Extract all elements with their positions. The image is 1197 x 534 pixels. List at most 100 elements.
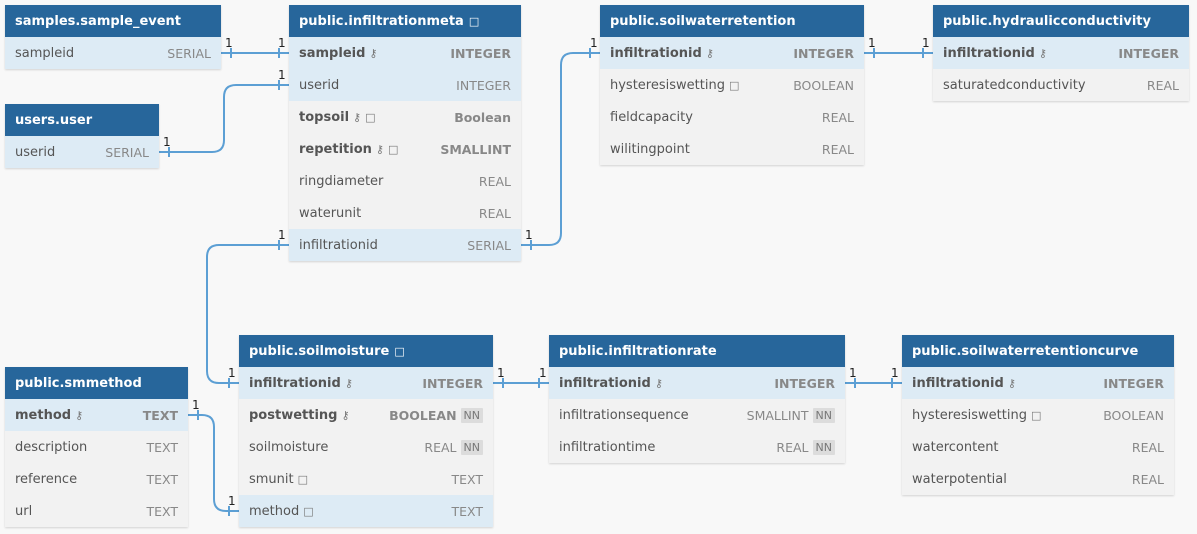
column-row[interactable]: method⚷TEXT	[5, 399, 188, 431]
table-header[interactable]: public.soilwaterretention	[600, 5, 864, 37]
note-icon[interactable]: □	[303, 504, 314, 518]
column-row[interactable]: sampleid⚷INTEGER	[289, 37, 521, 69]
column-name: reference	[15, 471, 78, 487]
table-header[interactable]: samples.sample_event	[5, 5, 221, 37]
cardinality-label: 1	[497, 366, 505, 380]
table-header[interactable]: public.hydraulicconductivity	[933, 5, 1189, 37]
table-header[interactable]: public.soilmoisture □	[239, 335, 493, 367]
column-name-cell: saturatedconductivity	[943, 78, 1147, 93]
key-icon: ⚷	[341, 408, 350, 422]
column-type: TEXT	[142, 407, 178, 423]
table-soilwaterretentioncurve[interactable]: public.soilwaterretentioncurve infiltrati…	[902, 335, 1174, 495]
note-icon[interactable]: □	[365, 110, 376, 124]
column-type: INTEGER	[1103, 375, 1164, 391]
note-icon[interactable]: □	[468, 14, 480, 28]
column-name-cell: postwetting⚷	[249, 408, 389, 423]
table-name: public.soilmoisture	[249, 343, 390, 359]
table-header[interactable]: public.infiltrationmeta□	[289, 5, 521, 37]
link-smmethod-soilmoisture[interactable]	[188, 414, 239, 512]
column-row[interactable]: infiltrationid⚷INTEGER	[239, 367, 493, 399]
column-name-cell: infiltrationid⚷	[912, 376, 1103, 391]
note-icon[interactable]: □	[394, 344, 405, 358]
link-infiltrationmeta-soilmoisture[interactable]	[206, 244, 289, 384]
key-icon: ⚷	[1007, 376, 1016, 390]
column-row[interactable]: smunit□TEXT	[239, 463, 493, 495]
column-name: infiltrationid	[943, 45, 1035, 61]
column-type: INTEGER	[774, 375, 835, 391]
cardinality-label: 1	[891, 366, 899, 380]
column-row[interactable]: method□ TEXT	[239, 495, 493, 527]
column-row[interactable]: topsoil⚷□Boolean	[289, 101, 521, 133]
cardinality-label: 1	[225, 36, 233, 50]
cardinality-label: 1	[539, 366, 547, 380]
column-name: repetition	[299, 141, 372, 157]
column-name-cell: infiltrationtime	[559, 440, 776, 455]
link-user-infiltrationmeta[interactable]	[159, 84, 289, 153]
table-name: public.hydraulicconductivity	[943, 13, 1151, 29]
column-row[interactable]: infiltrationid⚷INTEGER	[902, 367, 1174, 399]
column-type: TEXT	[451, 503, 483, 519]
key-icon: ⚷	[75, 408, 84, 422]
table-name: public.soilwaterretentioncurve	[912, 343, 1139, 359]
column-type: REAL	[1131, 439, 1164, 455]
key-icon: ⚷	[369, 46, 378, 60]
column-name-cell: sampleid	[15, 46, 167, 61]
note-icon[interactable]: □	[297, 472, 309, 486]
column-name-cell: fieldcapacity	[610, 110, 822, 125]
column-type: TEXT	[451, 471, 483, 487]
cardinality-label: 1	[278, 228, 286, 242]
column-name: topsoil	[299, 109, 350, 125]
table-soilmoisture[interactable]: public.soilmoisture □ infiltrationid⚷INTEG…	[239, 335, 493, 527]
note-icon[interactable]: □	[387, 142, 399, 156]
column-type: SERIAL	[167, 45, 211, 61]
table-header[interactable]: public.smmethod	[5, 367, 188, 399]
table-header[interactable]: public.infiltrationrate	[549, 335, 845, 367]
column-name: method	[249, 503, 300, 519]
column-type: BOOLEAN	[1103, 407, 1164, 423]
table-name: public.soilwaterretention	[610, 13, 796, 29]
table-hydraulicconductivity[interactable]: public.hydraulicconductivity infiltration…	[933, 5, 1189, 101]
column-row[interactable]: repetition⚷□SMALLINT	[289, 133, 521, 165]
link-infiltrationmeta-soilwaterretention[interactable]	[521, 52, 600, 246]
column-name-cell: topsoil⚷□	[299, 110, 454, 125]
column-name: waterpotential	[912, 471, 1007, 487]
table-header[interactable]: public.soilwaterretentioncurve	[902, 335, 1174, 367]
table-infiltrationmeta[interactable]: public.infiltrationmeta□sampleid⚷INTEGER…	[289, 5, 521, 261]
column-row[interactable]: infiltrationid⚷INTEGER	[933, 37, 1189, 69]
table-header[interactable]: users.user	[5, 104, 159, 136]
column-row[interactable]: infiltrationid⚷INTEGER	[549, 367, 845, 399]
column-name-cell: sampleid⚷	[299, 46, 450, 61]
note-icon[interactable]: □	[728, 78, 740, 92]
column-name: waterunit	[299, 205, 362, 221]
column-row[interactable]: infiltrationid⚷INTEGER	[600, 37, 864, 69]
key-icon: ⚷	[705, 46, 714, 60]
column-row[interactable]: hysteresiswetting□BOOLEAN	[600, 69, 864, 101]
column-row[interactable]: hysteresiswetting□ BOOLEAN	[902, 399, 1174, 431]
note-icon[interactable]: □	[1030, 408, 1042, 422]
column-type: REAL	[821, 141, 854, 157]
column-name: hysteresiswetting	[912, 407, 1027, 423]
table-soilwaterretention[interactable]: public.soilwaterretention infiltrationid⚷…	[600, 5, 864, 165]
